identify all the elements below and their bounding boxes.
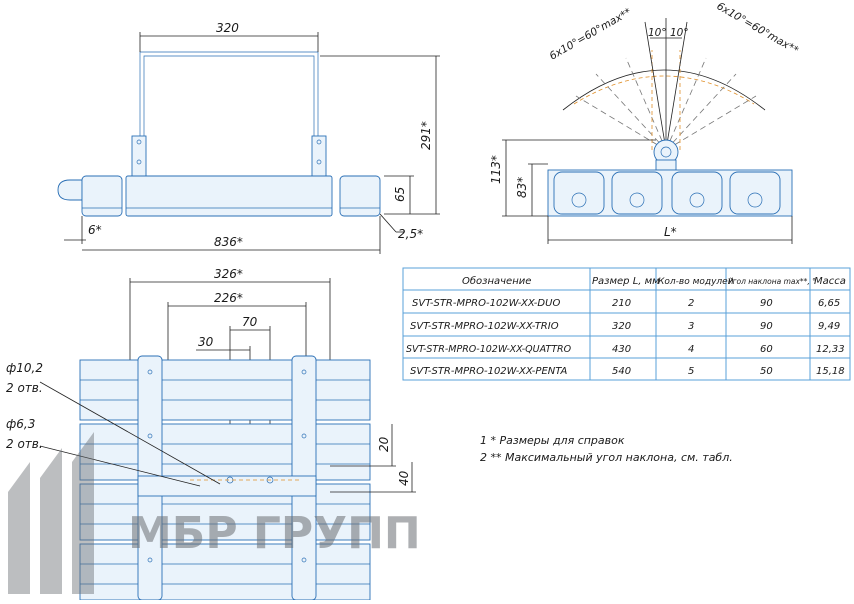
dim-326: 326* [214, 267, 243, 281]
step-right: 10° [670, 27, 689, 39]
hole-big: ф10,2 [6, 361, 43, 375]
logo-text: МБР ГРУПП [128, 508, 421, 559]
hole-small: ф6,3 [6, 417, 35, 431]
row-2-modules: 3 [688, 321, 694, 332]
step-left: 10° [648, 27, 667, 39]
row-4-name: SVT-STR-MPRO-102W-XX-PENTA [410, 366, 567, 377]
hole-small-count: 2 отв. [6, 437, 43, 451]
dim-L: L* [664, 225, 677, 239]
dim-6: 6* [88, 223, 102, 237]
row-1-mass: 6,65 [818, 298, 840, 309]
row-4-mass: 15,18 [816, 366, 845, 377]
dim-65: 65 [393, 187, 407, 202]
row-4-modules: 5 [688, 366, 694, 377]
side-view: 10° 10° 6х10°=60°max** 6х10°=60°max** 11… [489, 0, 800, 244]
dim-20: 20 [377, 436, 391, 452]
top-view: 326* 226* 70 30 ф10 [6, 267, 416, 601]
th-angle: Угол наклона max**, ° [728, 277, 816, 286]
row-1-size: 210 [612, 298, 631, 309]
hole-big-count: 2 отв. [6, 381, 43, 395]
dim-226: 226* [214, 291, 243, 305]
dim-291: 291* [419, 121, 433, 150]
row-3-size: 430 [612, 344, 631, 355]
dim-83: 83* [515, 177, 529, 198]
tilt-right: 6х10°=60°max** [715, 0, 801, 57]
spec-table: Обозначение Размер L, мм Кол-во модулей … [402, 267, 851, 381]
dim-113: 113* [489, 155, 503, 184]
row-3-angle: 60 [760, 344, 773, 355]
dim-40: 40 [397, 470, 411, 486]
row-1-modules: 2 [688, 298, 694, 309]
dim-320: 320 [216, 21, 239, 35]
notes: 1 * Размеры для справок 2 ** Максимальны… [480, 434, 733, 464]
row-2-size: 320 [612, 321, 631, 332]
th-size: Размер L, мм [592, 276, 660, 287]
dim-836: 836* [214, 235, 243, 249]
dim-30: 30 [198, 335, 214, 349]
front-view: 320 291* 65 6* 836* 2,5* [57, 21, 440, 254]
row-4-size: 540 [612, 366, 631, 377]
row-2-mass: 9,49 [818, 321, 840, 332]
th-modules: Кол-во модулей [658, 277, 734, 287]
tilt-left: 6х10°=60°max** [548, 6, 634, 63]
row-1-name: SVT-STR-MPRO-102W-XX-DUO [412, 298, 560, 309]
note-2: 2 ** Максимальный угол наклона, см. табл… [480, 451, 733, 464]
row-3-name: SVT-STR-MPRO-102W-XX-QUATTRO [406, 344, 572, 355]
logo: МБР ГРУПП [8, 432, 421, 594]
row-1-angle: 90 [760, 298, 773, 309]
th-designation: Обозначение [462, 275, 531, 287]
note-1: 1 * Размеры для справок [480, 434, 625, 447]
dim-2-5: 2,5* [398, 227, 423, 241]
th-mass: Масса [814, 276, 846, 287]
row-2-name: SVT-STR-MPRO-102W-XX-TRIO [410, 321, 559, 332]
row-2-angle: 90 [760, 321, 773, 332]
row-3-modules: 4 [688, 344, 694, 355]
row-3-mass: 12,33 [816, 344, 845, 355]
dim-70: 70 [242, 315, 258, 329]
row-4-angle: 50 [760, 366, 773, 377]
